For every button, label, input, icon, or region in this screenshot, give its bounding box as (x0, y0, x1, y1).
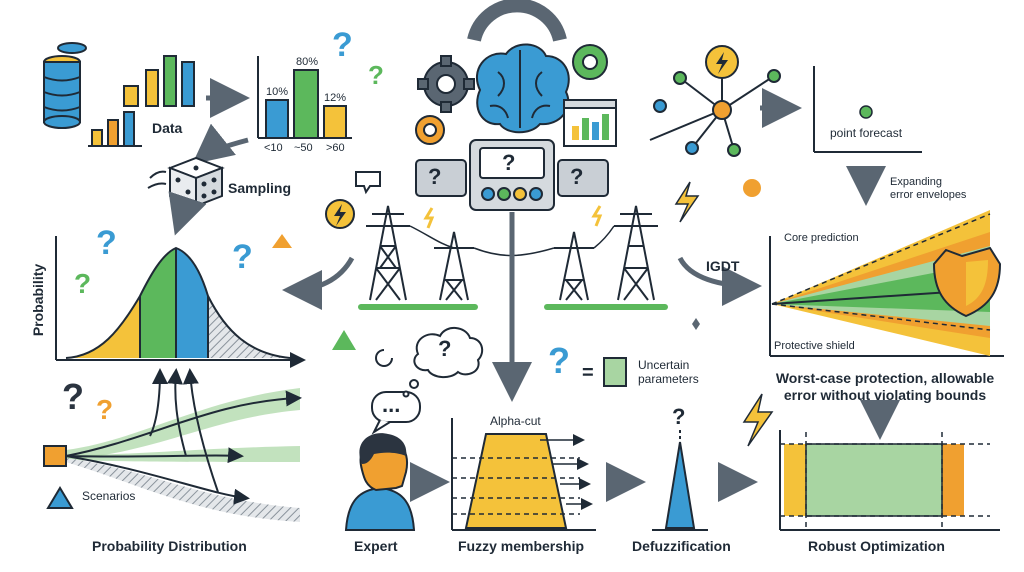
lightning-icon (674, 181, 700, 223)
sparkle-decoration (692, 318, 700, 330)
monitor-chart-icon (563, 99, 617, 147)
gear-icon (572, 44, 608, 80)
question-icon: ? (548, 340, 570, 381)
label-uncertain-parameters: Uncertain parameters (638, 358, 699, 386)
database-icon (43, 42, 87, 129)
uncertain-legend-swatch (603, 357, 627, 387)
thought-bubble-icon (402, 327, 484, 398)
caption-robust-optimization: Robust Optimization (808, 538, 945, 554)
question-icon: ? (232, 238, 253, 276)
transmission-tower-icon (366, 205, 658, 301)
gear-icon (467, 0, 567, 42)
arrow-histogram-to-dice (192, 123, 249, 165)
ground-left (358, 304, 478, 310)
question-icon: ? (368, 60, 384, 90)
label-igdt: IGDT (706, 258, 740, 274)
ground-right (544, 304, 668, 310)
question-icon: ? (502, 150, 516, 175)
question-icon: ? (570, 164, 584, 189)
question-icon: ? (672, 404, 686, 429)
person-icon (344, 433, 416, 531)
axis-label-probability: Probability (30, 263, 47, 337)
point-forecast-axes (813, 66, 922, 153)
dot-decoration (743, 179, 761, 197)
dice-icon (147, 156, 225, 208)
bar-chart-icon (88, 55, 195, 147)
arrow-center-to-igdt (677, 256, 762, 306)
label-data: Data (152, 120, 183, 136)
histogram-cat-2: ~50 (294, 142, 313, 154)
question-icon: ? (332, 26, 353, 64)
question-icon: ? (96, 394, 114, 425)
shield-icon (932, 246, 1002, 318)
question-icon: ? (74, 268, 92, 299)
label-expanding-error: Expanding error envelopes (890, 176, 967, 201)
fuzzy-membership-chart (451, 418, 596, 531)
gear-icon (417, 55, 475, 113)
histogram-pct-2: 80% (296, 56, 319, 68)
caption-fuzzy-membership: Fuzzy membership (458, 538, 585, 554)
lightning-icon (591, 205, 603, 227)
gear-icon (415, 115, 445, 145)
triangle-decoration (332, 330, 356, 350)
brain-icon (475, 43, 570, 134)
question-icon: ? (428, 164, 442, 189)
histogram-pct-3: 12% (324, 92, 347, 104)
speech-bubble-dots: ... (382, 392, 401, 417)
lightning-icon (325, 199, 355, 229)
arc-decoration (375, 349, 393, 367)
lightning-icon (423, 207, 435, 229)
caption-defuzzification: Defuzzification (632, 538, 731, 554)
legend-equals: = (582, 362, 594, 384)
label-point-forecast: point forecast (830, 126, 903, 140)
label-core-prediction: Core prediction (784, 232, 859, 244)
label-alpha-cut: Alpha-cut (490, 414, 541, 428)
label-scenarios: Scenarios (82, 489, 136, 503)
arrow-dice-to-distribution (168, 191, 207, 236)
caption-worst-case: Worst-case protection, allowable error w… (775, 370, 995, 403)
histogram-pct-1: 10% (266, 86, 289, 98)
lightning-icon (742, 393, 774, 447)
scenario-tree (43, 368, 302, 522)
network-icon (649, 45, 781, 157)
question-icon: ? (62, 376, 84, 417)
histogram (257, 56, 352, 139)
control-panel-icon (415, 139, 609, 211)
caption-probability-distribution: Probability Distribution (92, 538, 247, 554)
question-icon: ? (438, 336, 452, 361)
label-protective-shield: Protective shield (774, 340, 855, 352)
histogram-cat-1: <10 (264, 142, 283, 154)
arrow-center-to-distribution (282, 256, 355, 310)
label-sampling: Sampling (228, 180, 292, 196)
speech-bubble-icon (355, 171, 381, 195)
triangle-decoration (272, 234, 292, 248)
question-icon: ? (96, 224, 117, 262)
speech-bubble-icon (371, 391, 421, 435)
caption-expert: Expert (354, 538, 398, 554)
probability-curve (55, 236, 306, 368)
defuzzification-spike (652, 430, 708, 531)
robust-optimization-box (779, 430, 1000, 531)
histogram-cat-3: >60 (326, 142, 345, 154)
